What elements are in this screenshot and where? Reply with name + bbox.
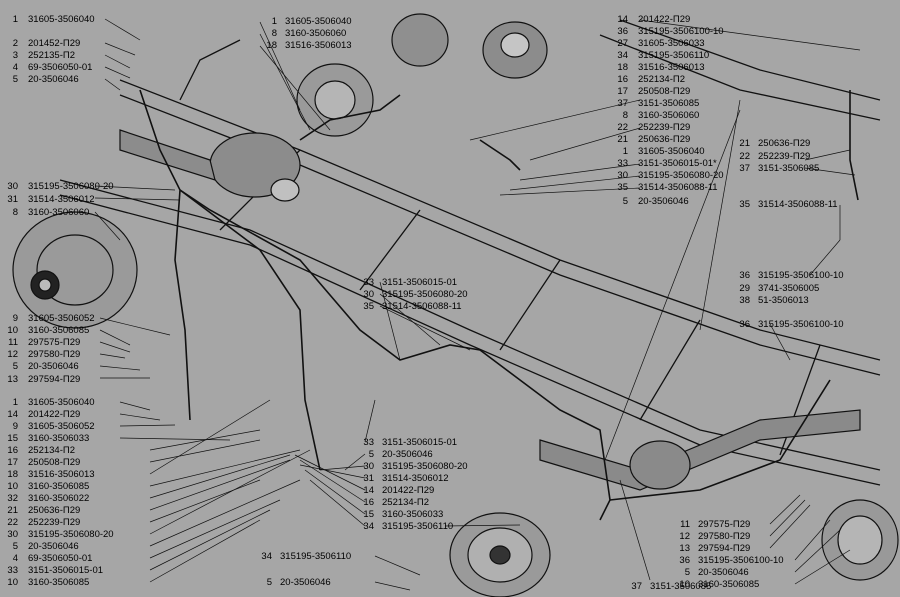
- rear-axle: [539, 409, 861, 491]
- top-right-hub: [482, 21, 548, 79]
- brake-pipes: [139, 89, 859, 521]
- rear-brake-drum: [449, 512, 551, 597]
- front-axle: [119, 129, 301, 202]
- frame-rails: [59, 19, 881, 486]
- leader-lines: [94, 18, 861, 591]
- bottom-right-drum: [821, 499, 899, 581]
- top-brake-drum: [296, 13, 449, 137]
- front-brake-disc: [12, 211, 138, 329]
